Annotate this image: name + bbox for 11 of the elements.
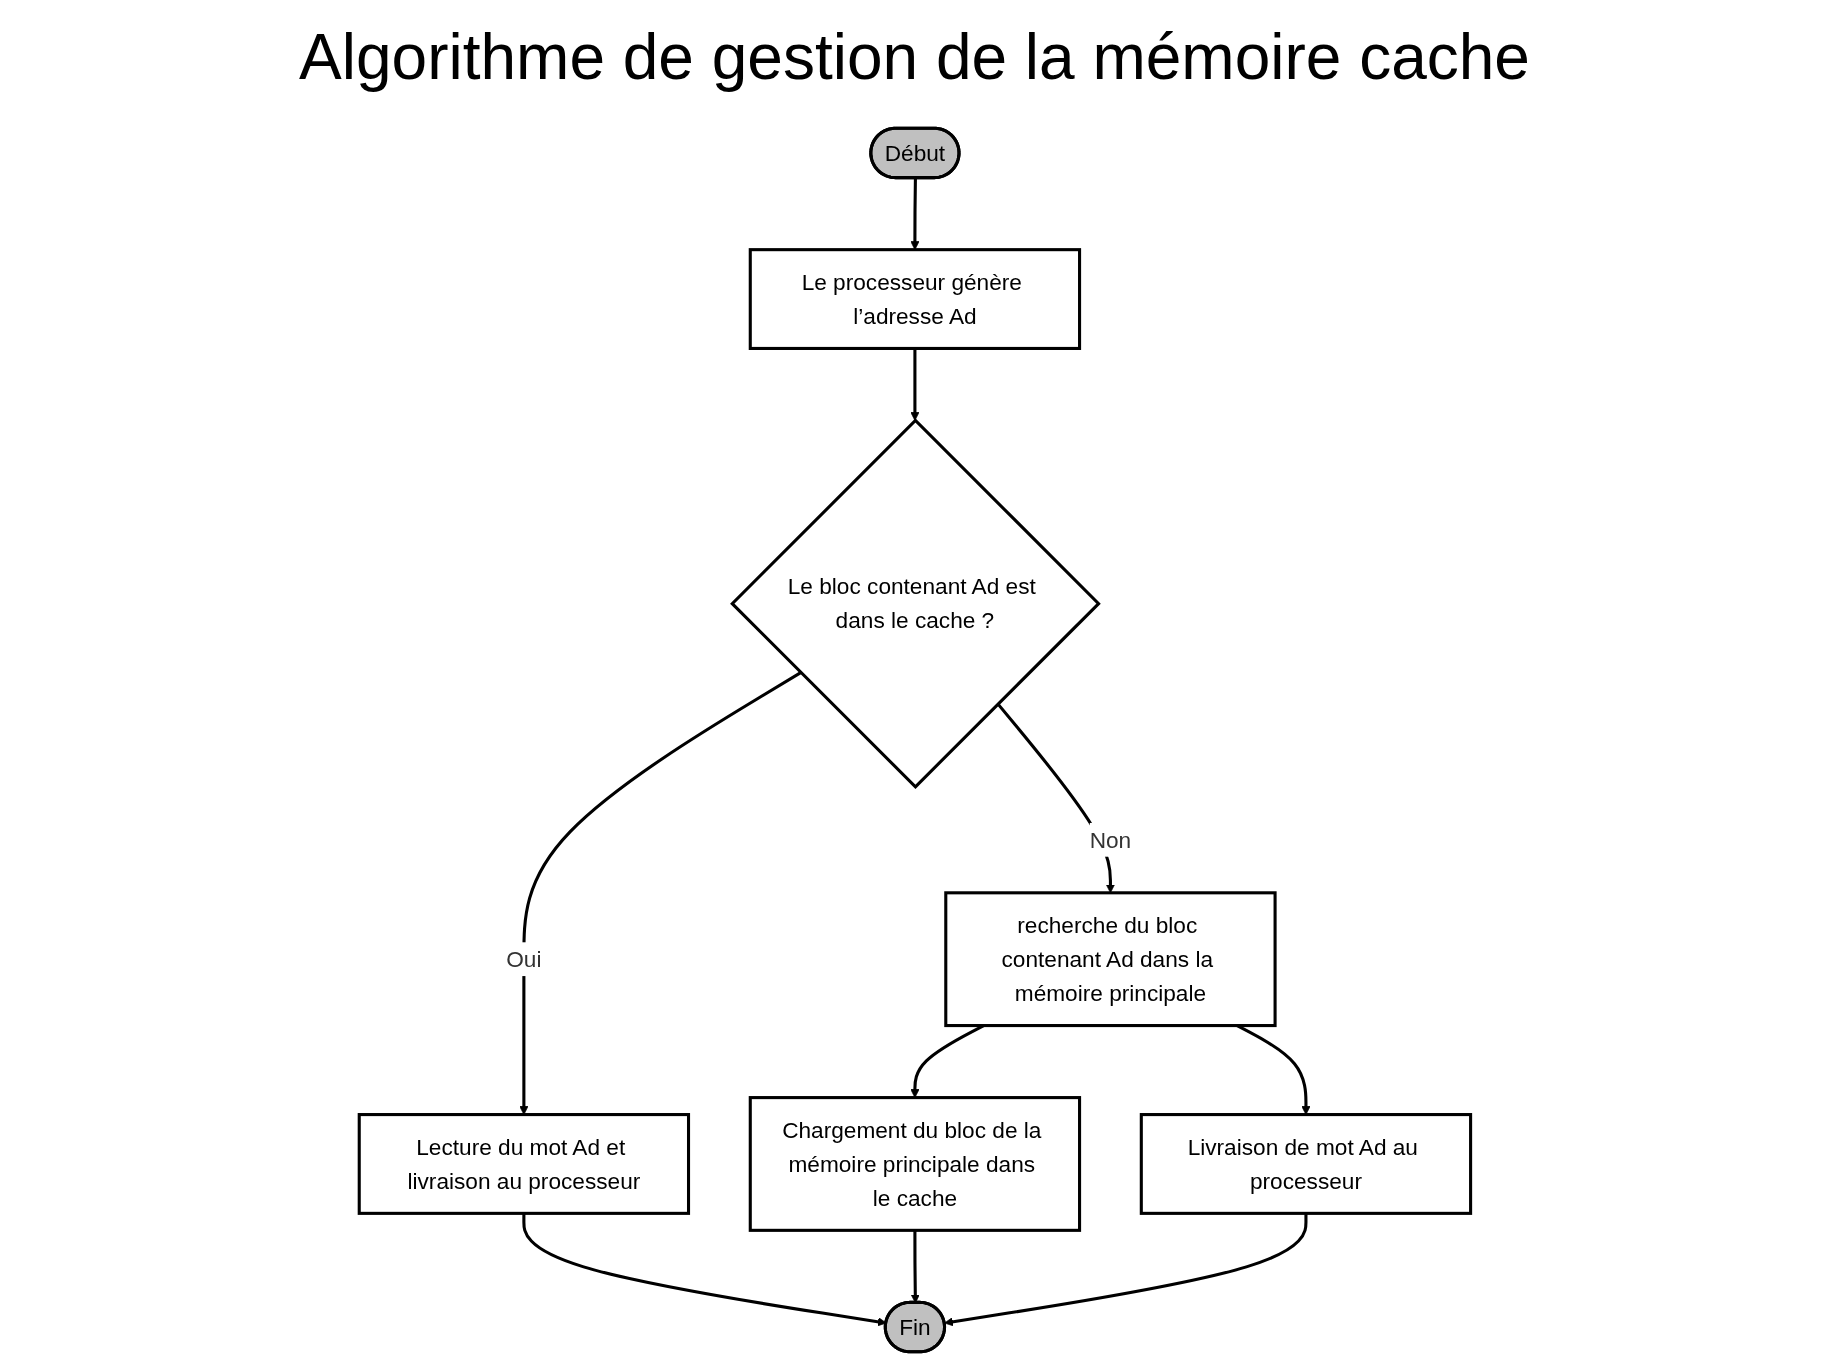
edge-label: Non xyxy=(1089,826,1131,853)
arrow xyxy=(518,671,802,1115)
arrow xyxy=(909,348,919,421)
node-box: Lecture du mot Ad et livraison au processeur xyxy=(357,1113,690,1215)
edge-label: Oui xyxy=(505,946,542,973)
node-diamond: Le bloc contenant Ad est dans le cache ? xyxy=(729,418,1101,789)
node-box: Chargement du bloc de la mémoire principale dans le cache xyxy=(748,1096,1081,1232)
node-box: recherche du bloc contenant Ad dans la mémoire principale xyxy=(943,891,1277,1028)
node-box: Livraison de mot Ad au processeur xyxy=(1139,1113,1472,1215)
node-box: Le processeur génère l’adresse Ad xyxy=(748,248,1081,350)
title: Algorithme de gestion de la mémoire cache xyxy=(299,20,1530,94)
